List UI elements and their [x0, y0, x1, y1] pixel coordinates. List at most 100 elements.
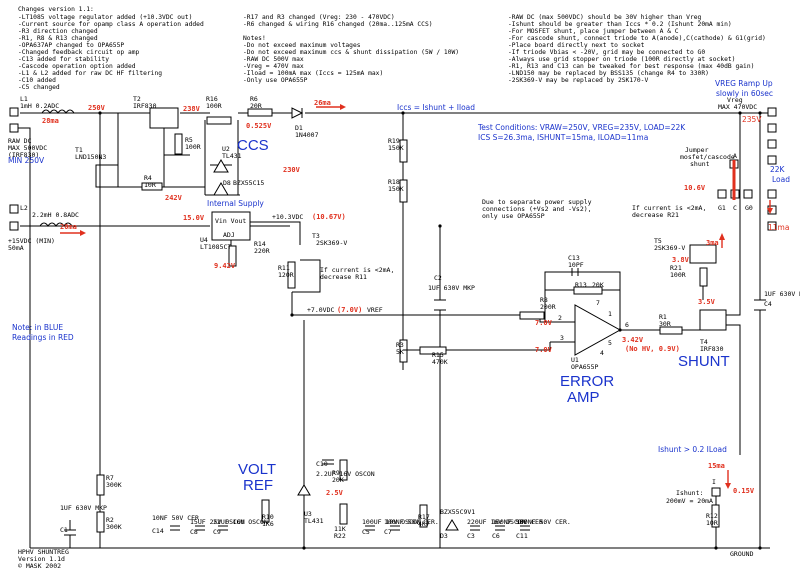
r11-note: decrease R11: [320, 273, 367, 281]
note-line: -R1, R13 and C13 can be tweaked for best…: [508, 63, 754, 70]
reading: 3.5V: [698, 298, 716, 306]
volt-ref-title: REF: [243, 477, 273, 494]
r10-value: 1K6: [262, 520, 274, 528]
r16-label: R16: [206, 95, 218, 103]
r1-value: 30R: [659, 320, 671, 328]
r12-value: 10R: [706, 519, 718, 527]
r19-value: 150K: [388, 144, 404, 152]
r2-label: R2: [106, 516, 114, 524]
r6-value: 20R: [250, 102, 262, 110]
r16-value: 100R: [206, 102, 222, 110]
section-titles: Iccs = Ishunt + Iload CCS Internal Suppl…: [12, 79, 790, 494]
reading: 2.5V: [326, 489, 344, 497]
reading: 250V: [88, 104, 106, 112]
d1-label: D1: [295, 124, 303, 132]
r14-value: 220R: [254, 247, 270, 255]
volt-ref-title: VOLT: [238, 461, 276, 478]
opamp-pin: 1: [608, 310, 612, 318]
u3-label: U3: [304, 510, 312, 518]
changes-right-block: -RAW DC (max 500VDC) should be 30V highe…: [508, 14, 766, 84]
load-note: Load: [772, 175, 790, 184]
note-line: -If triode Vbias < -20V, grid may be con…: [508, 49, 705, 56]
note-line: -LND150 may be replaced by BSS135 (chang…: [508, 70, 709, 77]
t4-label: T4: [700, 338, 708, 346]
pin-i: I: [712, 478, 716, 486]
d3-value: BZX55C9V1: [440, 508, 475, 516]
t1-value: LND150N3: [75, 153, 106, 161]
jumper-label: mosfet/cascode: [680, 153, 735, 161]
reading: 15ma: [708, 462, 725, 470]
jumper-label: shunt: [690, 160, 710, 168]
u4-value: LT1085CT: [200, 243, 231, 251]
note-line: -Changed feedback circuit op amp: [18, 49, 140, 56]
legend-note: Note: in BLUE: [12, 323, 63, 332]
u3-value: TL431: [304, 517, 324, 525]
reading: 7.0V: [535, 319, 553, 327]
t4-value: IRF830: [700, 345, 724, 353]
r21-label: R21: [670, 264, 682, 272]
r11-note: If current is <2mA,: [320, 266, 394, 274]
r9-label: R9: [332, 469, 340, 477]
note-line: -OPA637AP changed to OPA655P: [18, 42, 124, 49]
r22-label: R22: [334, 532, 346, 540]
r18-value: 150K: [388, 185, 404, 193]
t2-value: IRF830: [133, 102, 157, 110]
plus15-label: +15VDC (MIN): [8, 237, 55, 245]
measured-readings: 250V 28ma 238V 0.525V 26ma 235V 242V 230…: [42, 99, 789, 497]
note-line: -For cascode shunt, connect triode to A(…: [508, 35, 766, 42]
r19-label: R19: [388, 137, 400, 145]
error-amp-title: AMP: [567, 389, 600, 406]
c5-value: 100UF 10V OSCON: [362, 518, 421, 526]
raw-dc-min: MIN 250V: [8, 156, 45, 165]
note-line: -LT1085 voltage regulator added (+10.3VD…: [18, 14, 192, 21]
r3-value: 5K: [396, 348, 404, 356]
r5-label: R5: [185, 136, 193, 144]
psu-note: Due to separate power supply: [482, 198, 592, 206]
footer-copyright: © MASK 2002: [18, 562, 61, 570]
r18-label: R18: [388, 178, 400, 186]
legend-note: Readings in RED: [12, 333, 74, 342]
l2-value: 2.2mH 0.8ADC: [32, 211, 79, 219]
iccs-equation: Iccs = Ishunt + Iload: [397, 103, 475, 112]
note-line: -C5 changed: [18, 84, 60, 91]
vref-label: VREF: [367, 306, 383, 314]
note-line: -RAW DC (max 500VDC) should be 30V highe…: [508, 14, 702, 21]
opamp-pin: 3: [560, 334, 564, 342]
psu-note: only use OPA655P: [482, 212, 545, 220]
c10-label: C10: [316, 460, 328, 468]
raw-dc-label: RAW DC: [8, 137, 32, 145]
c7-label: C7: [384, 528, 392, 536]
vreg-ramp-note: slowly in 60sec: [716, 89, 773, 98]
reading: 3.8V: [672, 256, 690, 264]
opamp-pin: 4: [600, 349, 604, 357]
c6-value: 100NF 50V CER.: [492, 518, 547, 526]
c9-label: C9: [213, 528, 221, 536]
t2-label: T2: [133, 95, 141, 103]
ccs-title: CCS: [237, 137, 269, 154]
r8-value: 200R: [540, 303, 556, 311]
footer-version: Version 1.1d: [18, 555, 65, 563]
r12-label: R12: [706, 512, 718, 520]
vreg-ramp-note: VREG Ramp Up: [715, 79, 773, 88]
t5-label: T5: [654, 237, 662, 245]
ground-label: GROUND: [730, 550, 754, 558]
c11-label: C11: [516, 532, 528, 540]
r22-value: 11K: [334, 525, 346, 533]
note-line: -Iload = 100mA max (Iccs = 125mA max): [243, 70, 383, 77]
shunt-title: SHUNT: [678, 353, 730, 370]
opamp-pin: 5: [608, 339, 612, 347]
r4-value: 10R: [144, 181, 156, 189]
note-line: -Always use grid stopper on triode (100R…: [508, 56, 735, 63]
r4-label: R4: [144, 174, 152, 182]
note-line: -Cascode operation option added: [18, 63, 136, 70]
opamp-pin: 6: [625, 321, 629, 329]
t5-value: 2SK369-V: [654, 244, 685, 252]
c11-value: 100NF 50V CER.: [516, 518, 571, 526]
reading: 235V: [742, 115, 762, 124]
c14-value: 10NF 50V CER.: [152, 514, 203, 522]
plus103-label: +10.3VDC: [272, 213, 303, 221]
reading: 242V: [165, 194, 183, 202]
u4-adj: ADJ: [223, 231, 235, 239]
ishunt-label: Ishunt:: [676, 489, 703, 497]
changes-title: Changes version 1.1:: [18, 6, 94, 13]
